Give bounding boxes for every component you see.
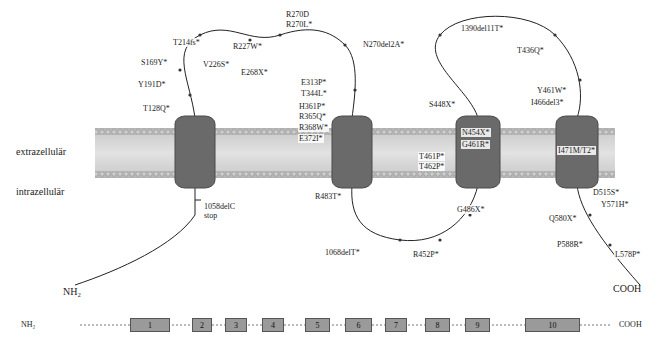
mutation-label: R270D: [285, 10, 310, 19]
exon-box: 7: [385, 318, 407, 332]
mutation-label: R227W*: [232, 42, 263, 51]
mutation-label: T344L*: [300, 89, 328, 98]
mutation-label: NH₂: [20, 320, 36, 329]
mutation-label: 1068delT*: [324, 248, 361, 257]
stop-mark: [195, 200, 201, 201]
mutation-label: H361P*: [298, 102, 326, 111]
mutation-label: Y461W*: [536, 86, 567, 95]
exon-number: 2: [200, 321, 204, 330]
mutation-label: Y571H*: [600, 200, 630, 209]
mutation-label: D515S*: [592, 188, 620, 197]
mutation-label: R270L*: [285, 20, 313, 29]
region-label: NH₂: [62, 286, 82, 297]
exon-box: 1: [130, 318, 170, 332]
mutation-label: P588R*: [556, 240, 584, 249]
exon-number: 1: [148, 321, 152, 330]
transmembrane-helix: [175, 116, 598, 188]
mutation-label: S448X*: [428, 100, 456, 109]
mutation-label: 1390del11T*: [460, 24, 504, 33]
mutation-label: G486X*: [456, 205, 486, 214]
mutation-label: L578P*: [614, 250, 641, 259]
exon-number: 9: [476, 321, 480, 330]
mutation-label: R483T*: [314, 192, 342, 201]
mutation-label: I471M/T2*: [557, 146, 596, 155]
mutation-label: E372I*: [298, 134, 324, 143]
mutation-label: T462P*: [418, 162, 445, 171]
exon-number: 7: [394, 321, 398, 330]
exon-box: 9: [465, 318, 490, 332]
exon-number: 10: [549, 321, 557, 330]
mutation-label: T436Q*: [516, 46, 545, 55]
region-label: extrazellulär: [15, 146, 67, 157]
mutation-label: N270del2A*: [362, 40, 405, 49]
exon-number: 6: [357, 321, 361, 330]
mutation-label: R452P*: [412, 250, 440, 259]
mutation-label: stop: [203, 211, 218, 220]
exon-box: 3: [225, 318, 247, 332]
mutation-label: E268X*: [240, 68, 269, 77]
mutation-label: R365Q*: [298, 112, 327, 121]
mutation-label: Q580X*: [548, 214, 578, 223]
region-label: COOH: [612, 283, 642, 294]
mutation-label: T128Q*: [142, 104, 171, 113]
exon-box: 6: [345, 318, 372, 332]
mutation-label: E313P*: [300, 78, 327, 87]
mutation-label: R368W*: [298, 123, 329, 132]
exon-box: 10: [525, 318, 580, 332]
exon-number: 8: [436, 321, 440, 330]
mutation-dot: [178, 33, 611, 246]
mutation-label: T214fs*: [172, 38, 201, 47]
exon-number: 5: [316, 321, 320, 330]
exon-number: 3: [234, 321, 238, 330]
mutation-label: G461R*: [461, 140, 490, 149]
protein-backbone: [75, 16, 640, 285]
mutation-label: 1058delC: [203, 202, 236, 211]
region-label: intrazellulär: [15, 186, 65, 197]
exon-number: 4: [271, 321, 275, 330]
mutation-label: S169Y*: [140, 58, 168, 67]
mutation-label: I466del3*: [530, 98, 564, 107]
mutation-label: Y191D*: [137, 80, 167, 89]
mutation-label: T461P*: [418, 152, 445, 161]
mutation-label: COOH: [618, 320, 643, 329]
mutation-label: V226S*: [202, 60, 230, 69]
exon-box: 8: [425, 318, 450, 332]
exon-box: 4: [262, 318, 284, 332]
mutation-label: N454X*: [461, 128, 491, 137]
exon-box: 2: [192, 318, 212, 332]
exon-box: 5: [305, 318, 330, 332]
